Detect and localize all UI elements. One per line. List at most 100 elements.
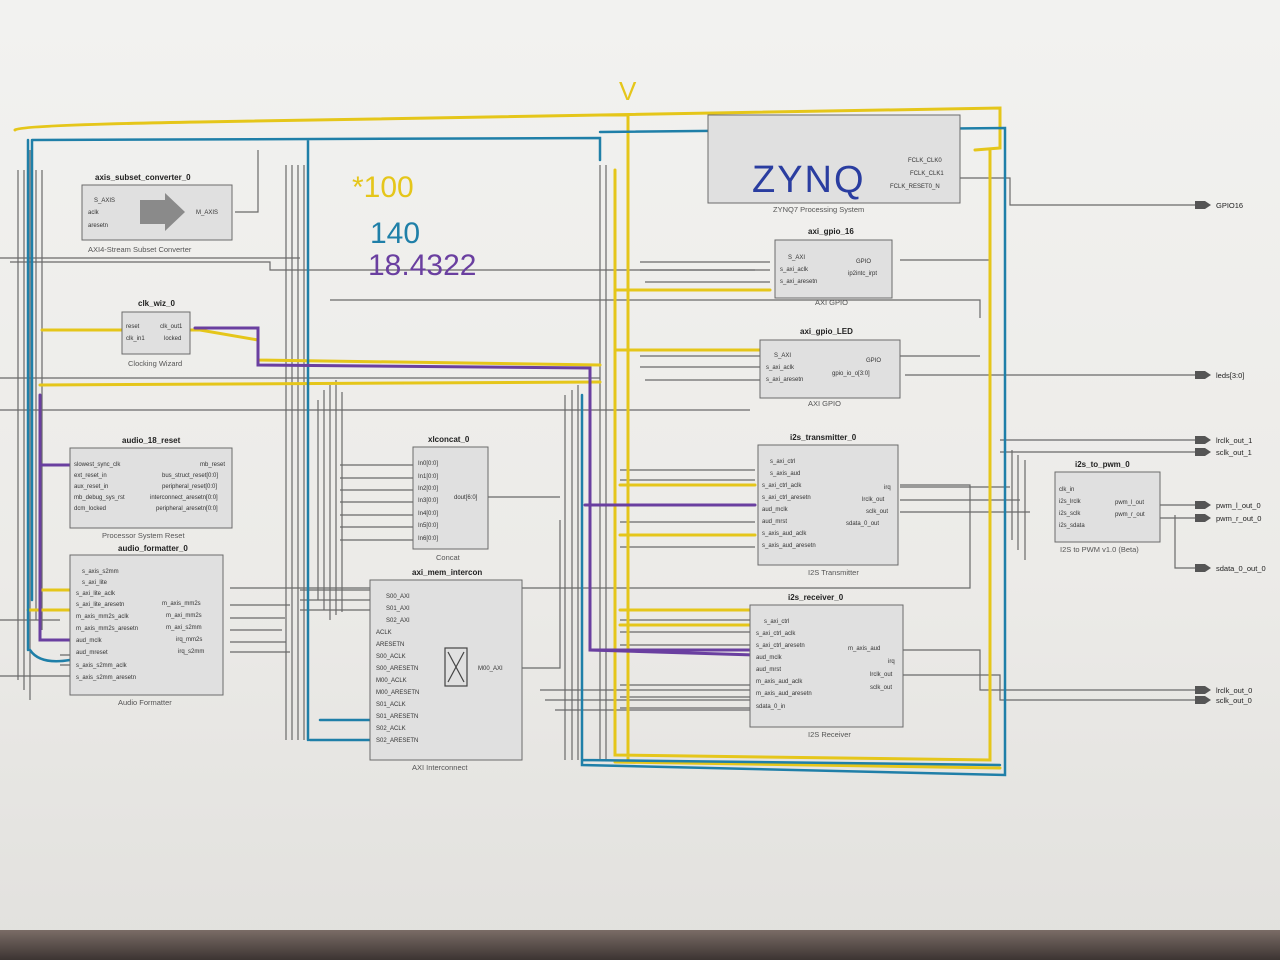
ext-port-label: lrclk_out_0 (1216, 686, 1252, 695)
port-label: s_axi_aresetn (766, 377, 803, 383)
port-label: pwm_l_out (1115, 500, 1144, 506)
port-label: s_axi_aclk (780, 267, 809, 273)
port-label: s_axi_ctrl (770, 459, 795, 465)
block-audio-reset[interactable]: audio_18_reset Processor System Reset sl… (69, 436, 233, 540)
block-clk-wiz[interactable]: clk_wiz_0 Clocking Wizard reset clk_in1 … (121, 299, 191, 368)
port-label: In3[0:0] (418, 498, 438, 504)
port-label: ip2intc_irpt (848, 271, 877, 277)
port-label: m_axi_s2mm (166, 625, 202, 631)
hand-zynq: ZYNQ (752, 159, 866, 201)
output-port-icon (1195, 448, 1211, 456)
port-label: S_AXI (788, 255, 805, 261)
crossbar-icon (444, 647, 468, 687)
port-label: s_axi_ctrl_aresetn (756, 643, 805, 649)
port-label: s_axis_s2mm (82, 569, 119, 575)
port-label: FCLK_CLK0 (908, 158, 942, 164)
block-zynq-ps[interactable]: ZYNQ7 Processing System FCLK_CLK0 FCLK_C… (707, 114, 961, 214)
block-title: axi_gpio_16 (808, 227, 854, 236)
port-label: s_axi_lite_aclk (76, 591, 116, 597)
block-title: clk_wiz_0 (138, 299, 175, 308)
block-title: audio_formatter_0 (118, 544, 188, 553)
port-label: aud_mclk (756, 655, 783, 661)
port-label: mb_debug_sys_rst (74, 495, 125, 501)
block-subtitle: Audio Formatter (118, 698, 172, 707)
port-label: FCLK_RESET0_N (890, 184, 940, 190)
port-label: S00_AXI (386, 594, 410, 600)
block-title: i2s_receiver_0 (788, 593, 844, 602)
port-label: mb_reset (200, 462, 225, 468)
block-subtitle: ZYNQ7 Processing System (773, 205, 864, 214)
block-title: audio_18_reset (122, 436, 181, 445)
block-subtitle: Clocking Wizard (128, 359, 182, 368)
ext-port-label: sclk_out_1 (1216, 448, 1252, 457)
block-title: axi_gpio_LED (800, 327, 853, 336)
block-axi-gpio-led[interactable]: axi_gpio_LED AXI GPIO S_AXI s_axi_aclk s… (759, 327, 901, 408)
ext-port-label: sdata_0_out_0 (1216, 564, 1266, 573)
port-label: m_axis_mm2s_aclk (76, 614, 130, 620)
block-audio-formatter[interactable]: audio_formatter_0 Audio Formatter s_axis… (69, 544, 224, 707)
port-label: irq (888, 659, 895, 665)
port-label: i2s_lrclk (1059, 499, 1082, 505)
block-subtitle: AXI GPIO (808, 399, 841, 408)
port-label: s_axi_ctrl (764, 619, 789, 625)
block-i2s-transmitter[interactable]: i2s_transmitter_0 I2S Transmitter s_axi_… (757, 433, 899, 577)
block-title: xlconcat_0 (428, 435, 470, 444)
block-axis-subset-converter[interactable]: axis_subset_converter_0 AXI4-Stream Subs… (81, 173, 233, 254)
port-label: s_axis_aud_aclk (762, 531, 807, 537)
block-title: i2s_to_pwm_0 (1075, 460, 1130, 469)
block-axi-interconnect[interactable]: axi_mem_intercon AXI Interconnect S00_AX… (369, 568, 523, 772)
port-label: M_AXIS (196, 210, 218, 216)
highlight-wires (13, 106, 1007, 777)
port-label: S_AXI (774, 353, 791, 359)
port-label: aud_mclk (762, 507, 789, 513)
block-title: axis_subset_converter_0 (95, 173, 191, 182)
ext-port-sclk-out-0[interactable]: sclk_out_0 (1195, 696, 1252, 705)
port-label: aux_reset_in (74, 484, 108, 490)
port-label: s_axi_ctrl_aclk (756, 631, 796, 637)
port-label: s_axis_s2mm_aclk (76, 663, 128, 669)
output-port-icon (1195, 201, 1211, 209)
port-label: ARESETN (376, 642, 404, 648)
ext-port-label: sclk_out_0 (1216, 696, 1252, 705)
ext-port-lrclk-out-1[interactable]: lrclk_out_1 (1195, 436, 1252, 445)
port-label: S_AXIS (94, 198, 115, 204)
port-label: s_axi_lite (82, 580, 108, 586)
ext-port-pwm-l[interactable]: pwm_l_out_0 (1195, 501, 1261, 510)
port-label: irq_mm2s (176, 637, 202, 643)
ext-port-lrclk-out-0[interactable]: lrclk_out_0 (1195, 686, 1252, 695)
axis-arrow-icon (140, 193, 185, 231)
handwritten-annotations: V *100 140 18.4322 ZYNQ (352, 76, 866, 282)
port-label: pwm_r_out (1115, 512, 1145, 518)
port-label: aud_mrst (762, 519, 787, 525)
port-label: clk_out1 (160, 324, 183, 330)
port-label: interconnect_aresetn[0:0] (150, 495, 218, 501)
block-i2s-to-pwm[interactable]: i2s_to_pwm_0 I2S to PWM v1.0 (Beta) clk_… (1054, 460, 1161, 554)
ext-port-label: pwm_l_out_0 (1216, 501, 1261, 510)
gray-wires (0, 150, 1195, 760)
port-label: aud_mclk (76, 638, 103, 644)
port-label: S02_ACLK (376, 726, 406, 732)
block-axi-gpio-16[interactable]: axi_gpio_16 AXI GPIO S_AXI s_axi_aclk s_… (774, 227, 893, 307)
ext-port-sclk-out-1[interactable]: sclk_out_1 (1195, 448, 1252, 457)
port-label: sclk_out (866, 509, 888, 515)
port-label: s_axis_aud (770, 471, 800, 477)
ext-port-gpio16[interactable]: GPIO16 (1195, 201, 1243, 210)
block-subtitle: I2S Transmitter (808, 568, 859, 577)
output-port-icon (1195, 564, 1211, 572)
port-label: In6[0:0] (418, 536, 438, 542)
output-port-icon (1195, 436, 1211, 444)
ext-port-leds[interactable]: leds[3:0] (1195, 371, 1244, 380)
port-label: s_axis_s2mm_aresetn (76, 675, 136, 681)
ext-port-sdata-out[interactable]: sdata_0_out_0 (1195, 564, 1266, 573)
port-label: S01_AXI (386, 606, 410, 612)
port-label: M00_ACLK (376, 678, 407, 684)
port-label: m_axis_aud_aresetn (756, 691, 812, 697)
ext-port-pwm-r[interactable]: pwm_r_out_0 (1195, 514, 1261, 523)
port-label: S01_ACLK (376, 702, 406, 708)
port-label: reset (126, 324, 140, 330)
desk-background (0, 930, 1280, 960)
block-i2s-receiver[interactable]: i2s_receiver_0 I2S Receiver s_axi_ctrl s… (749, 593, 904, 739)
port-label: s_axi_ctrl_aclk (762, 483, 802, 489)
port-label: S02_AXI (386, 618, 410, 624)
block-xlconcat[interactable]: xlconcat_0 Concat In0[0:0] In1[0:0] In2[… (412, 435, 489, 562)
